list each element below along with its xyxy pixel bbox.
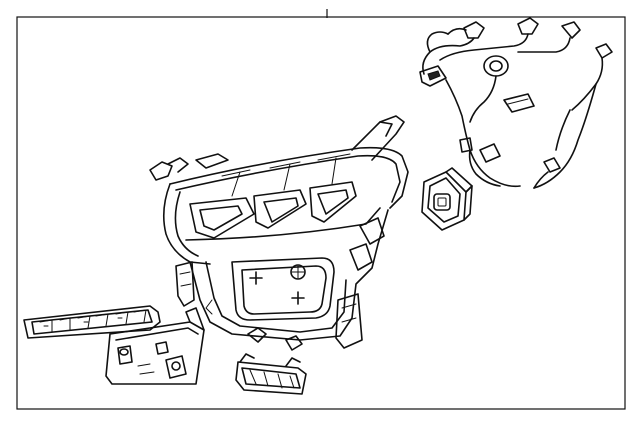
- small-bracket: [235, 353, 307, 395]
- lower-trim-bracket: [23, 305, 161, 339]
- control-module: [421, 167, 473, 231]
- mounting-bracket: [105, 307, 205, 385]
- headlamp-assembly: [149, 115, 409, 351]
- diagram-frame: [16, 16, 626, 410]
- wiring-harness: [419, 17, 613, 189]
